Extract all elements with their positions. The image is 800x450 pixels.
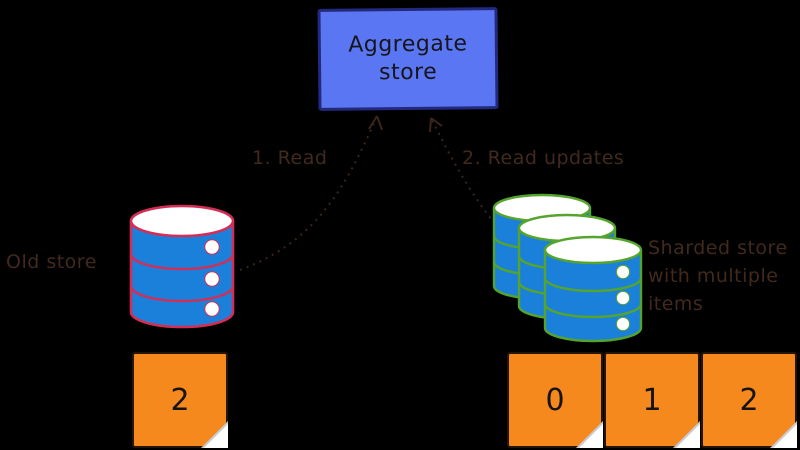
read-arrow-icon — [239, 115, 383, 271]
sticky-note-shard-0: 0 — [507, 352, 603, 448]
arrow-label-read-updates: 2. Read updates — [462, 147, 625, 169]
sticky-note-shard-1: 1 — [604, 352, 700, 448]
sharded-store-label-line2: with multiple — [648, 265, 779, 287]
sticky-note-old-store: 2 — [132, 352, 228, 448]
old-store-database-icon — [129, 204, 235, 329]
sticky-note-shard-2: 2 — [701, 352, 797, 448]
read-updates-arrow-icon — [429, 117, 509, 241]
arrow-label-read: 1. Read — [252, 147, 328, 169]
sharded-store-label-line3: items — [648, 293, 704, 315]
old-store-label: Old store — [6, 251, 97, 273]
sticky-note-shard-0-value: 0 — [545, 382, 565, 418]
sticky-note-shard-1-value: 1 — [642, 382, 662, 418]
sticky-note-shard-2-value: 2 — [739, 382, 759, 418]
sharded-store-label-line1: Sharded store — [648, 237, 788, 259]
folded-corner-icon — [204, 424, 228, 448]
sharded-store-stack-icon — [492, 193, 643, 343]
sticky-note-old-store-value: 2 — [170, 382, 190, 418]
sharded-store-label: Sharded store with multiple items — [648, 234, 798, 318]
